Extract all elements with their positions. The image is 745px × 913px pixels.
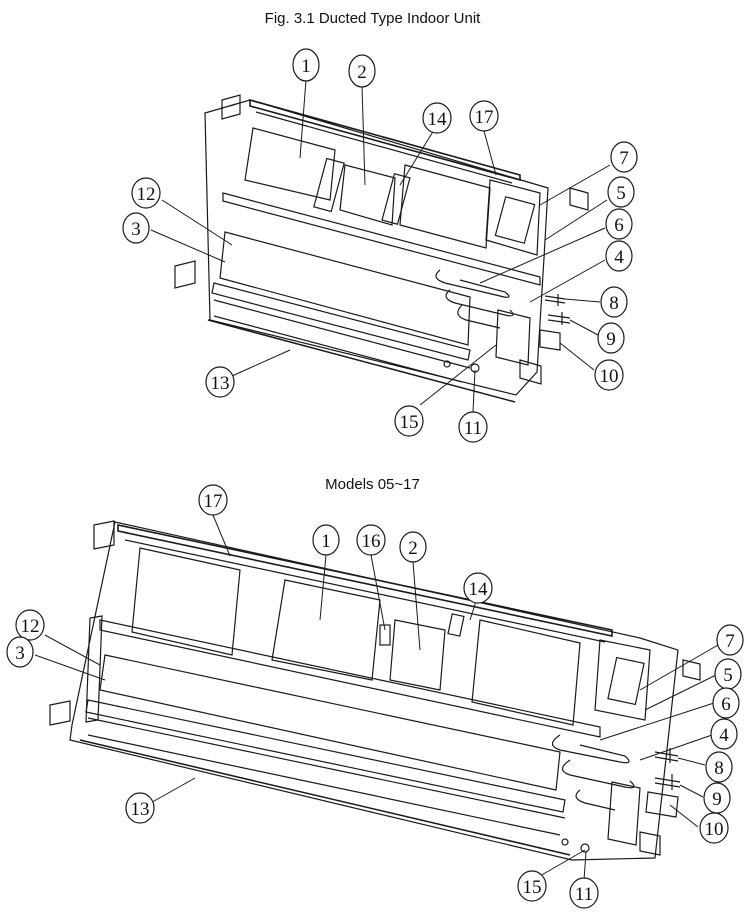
callout-top-10	[594, 359, 624, 391]
top-callouts	[122, 48, 638, 443]
bottom-leader-lines	[34, 514, 719, 881]
callout-bottom-17	[198, 484, 228, 516]
callout-top-label: 17	[475, 107, 494, 128]
callout-top-7	[610, 141, 638, 173]
callout-top-1	[292, 48, 320, 82]
callout-top-label: 6	[614, 215, 624, 236]
callout-top-3	[122, 212, 150, 244]
callout-top-label: 15	[400, 412, 419, 433]
callout-top-2	[348, 54, 376, 88]
callout-top-11	[458, 411, 488, 443]
callout-top-label: 13	[211, 373, 230, 394]
callout-top-9	[597, 322, 625, 354]
callout-top-14	[422, 102, 452, 134]
callout-bottom-label: 3	[15, 643, 25, 664]
callout-top-label: 7	[619, 148, 629, 169]
callout-top-label: 4	[614, 247, 624, 268]
callout-bottom-label: 6	[721, 694, 731, 715]
top-leader-lines	[150, 79, 611, 413]
callout-top-label: 9	[606, 329, 616, 350]
top-unit-drawing	[174, 94, 589, 403]
callout-top-13	[205, 366, 235, 398]
callout-bottom-label: 2	[408, 538, 418, 559]
callout-bottom-12	[15, 609, 45, 641]
callout-bottom-label: 14	[469, 579, 489, 600]
callout-bottom-label: 9	[712, 789, 722, 810]
callout-bottom-label: 10	[705, 819, 724, 840]
callout-top-label: 10	[600, 366, 619, 387]
callout-bottom-2	[399, 531, 427, 563]
callout-bottom-3	[6, 636, 34, 668]
callout-bottom-label: 4	[719, 725, 729, 746]
callout-bottom-1	[312, 524, 340, 556]
callout-bottom-label: 13	[131, 799, 150, 820]
callout-top-label: 2	[357, 62, 367, 83]
callout-bottom-13	[125, 792, 155, 824]
callout-bottom-label: 5	[723, 665, 733, 686]
callout-bottom-label: 16	[362, 531, 381, 552]
callout-top-label: 11	[464, 418, 482, 439]
callout-top-label: 1	[301, 56, 311, 77]
callout-bottom-7	[716, 624, 744, 656]
bottom-unit-drawing	[49, 520, 701, 861]
callout-top-4	[605, 240, 633, 272]
callout-top-label: 3	[131, 219, 141, 240]
callout-bottom-15	[517, 870, 547, 902]
figure-title: Fig. 3.1 Ducted Type Indoor Unit	[264, 10, 481, 27]
callout-top-12	[131, 177, 161, 209]
bottom-callouts	[6, 484, 744, 909]
callout-top-15	[394, 405, 424, 437]
callout-bottom-label: 17	[204, 491, 223, 512]
callout-bottom-8	[705, 751, 733, 783]
top-callout-numbers: 1 2 14 17 7 5 6 4 8 9 10 12 3 13 15 11	[131, 56, 629, 439]
callout-bottom-label: 11	[575, 884, 593, 905]
callout-top-17	[469, 100, 499, 132]
callout-bottom-label: 1	[321, 531, 331, 552]
callout-bottom-label: 8	[714, 758, 724, 779]
callout-top-label: 5	[616, 183, 626, 204]
callout-top-label: 12	[137, 184, 156, 205]
models-label: Models 05~17	[325, 476, 420, 493]
callout-top-5	[607, 176, 635, 208]
callout-bottom-label: 15	[523, 877, 542, 898]
callout-bottom-16	[356, 524, 386, 556]
callout-bottom-10	[699, 812, 729, 844]
callout-top-label: 14	[428, 109, 448, 130]
callout-top-8	[600, 286, 628, 318]
callout-bottom-14	[463, 572, 493, 604]
callout-top-6	[605, 208, 633, 240]
bottom-callout-numbers: 17 1 16 2 14 12 3 7 5 6 4 8 9 10 13 15 1…	[15, 491, 735, 905]
callout-bottom-label: 12	[21, 616, 40, 637]
callout-bottom-6	[712, 687, 740, 719]
callout-bottom-label: 7	[725, 631, 735, 652]
callout-top-label: 8	[609, 293, 619, 314]
callout-bottom-11	[569, 877, 599, 909]
callout-bottom-4	[710, 718, 738, 750]
